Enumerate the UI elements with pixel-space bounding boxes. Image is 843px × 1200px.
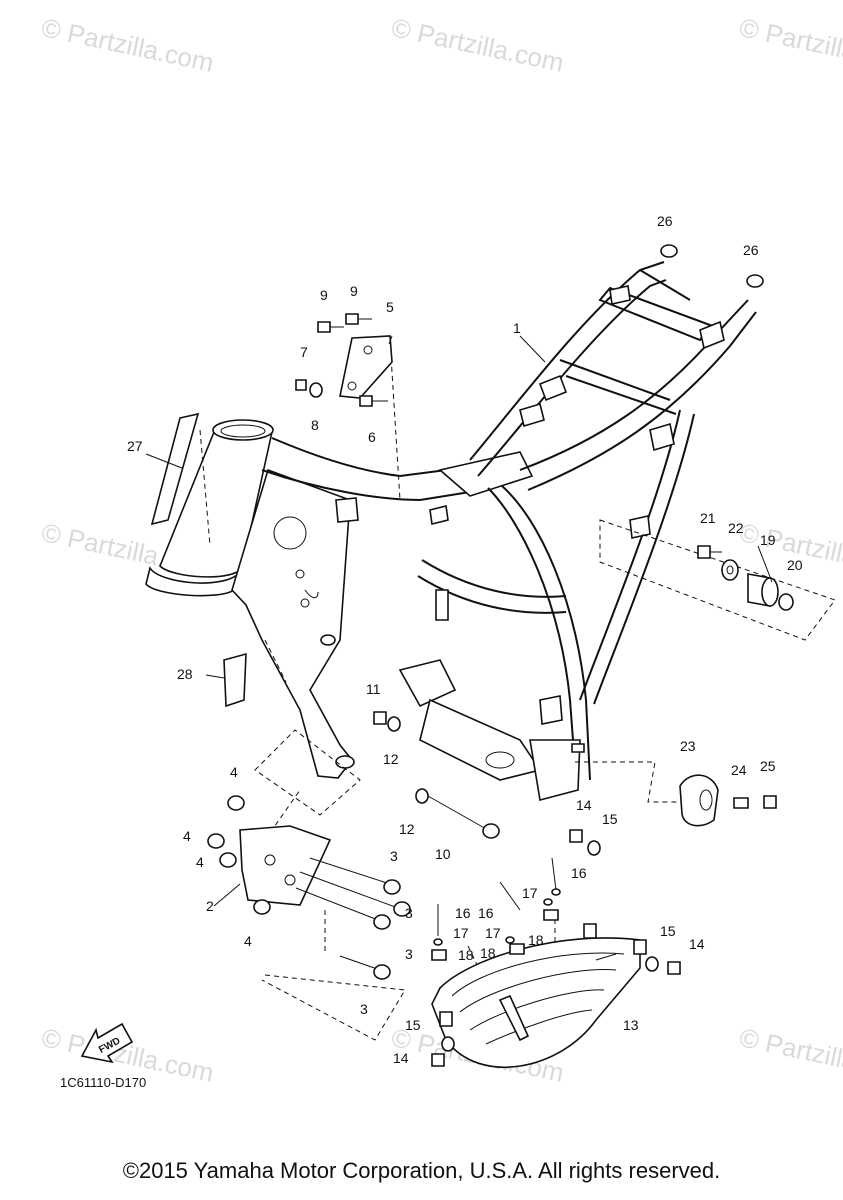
- leader-lines: [145, 335, 773, 961]
- callout-25: 25: [760, 758, 776, 774]
- callout-14-c: 14: [393, 1050, 409, 1066]
- callout-15-a: 15: [602, 811, 618, 827]
- callout-9-b: 9: [350, 283, 358, 299]
- engine-mount-assembly: [207, 795, 411, 980]
- decal-parts: [150, 412, 247, 708]
- callout-21: 21: [700, 510, 716, 526]
- copyright-notice: ©2015 Yamaha Motor Corporation, U.S.A. A…: [122, 1158, 721, 1183]
- callout-14-b: 14: [689, 936, 705, 952]
- callout-4-c: 4: [196, 854, 204, 870]
- callout-4-b: 4: [183, 828, 191, 844]
- pivot-bolt-assembly: [373, 711, 500, 839]
- callout-3-a: 3: [390, 848, 398, 864]
- callout-16-a: 16: [571, 865, 587, 881]
- callout-19: 19: [760, 532, 776, 548]
- callout-23: 23: [680, 738, 696, 754]
- callout-20: 20: [787, 557, 803, 573]
- callout-16-b: 16: [455, 905, 471, 921]
- engine-bracket-assembly: [295, 313, 393, 407]
- callout-18-b: 18: [458, 947, 474, 963]
- callout-16-c: 16: [478, 905, 494, 921]
- callout-15-c: 15: [405, 1017, 421, 1033]
- callout-17-b: 17: [453, 925, 469, 941]
- callout-11: 11: [366, 681, 381, 697]
- callout-9-a: 9: [320, 287, 328, 303]
- skid-plate-assembly: [431, 923, 647, 1069]
- spacer-assembly: [697, 545, 794, 611]
- callout-14-a: 14: [576, 797, 592, 813]
- callout-3-d: 3: [360, 1001, 368, 1017]
- callout-3-b: 3: [405, 905, 413, 921]
- callout-5: 5: [386, 299, 394, 315]
- callout-26-b: 26: [743, 242, 759, 258]
- callout-22: 22: [728, 520, 744, 536]
- callout-17-a: 17: [522, 885, 538, 901]
- damper-assembly: [679, 774, 777, 827]
- frame-assembly: [145, 244, 764, 801]
- callout-6: 6: [368, 429, 376, 445]
- callout-15-b: 15: [660, 923, 676, 939]
- callout-4-d: 4: [244, 933, 252, 949]
- callout-3-c: 3: [405, 946, 413, 962]
- forward-arrow-icon: FWD: [80, 1022, 134, 1064]
- callout-8: 8: [311, 417, 319, 433]
- callout-18-c: 18: [480, 945, 496, 961]
- callout-17-c: 17: [485, 925, 501, 941]
- callout-1: 1: [513, 320, 521, 336]
- callout-26-a: 26: [657, 213, 673, 229]
- callout-2: 2: [206, 898, 214, 914]
- callout-24: 24: [731, 762, 747, 778]
- callout-13: 13: [623, 1017, 639, 1033]
- callout-10: 10: [435, 846, 451, 862]
- callout-7: 7: [300, 344, 308, 360]
- callout-12-a: 12: [383, 751, 399, 767]
- callout-labels: 1 2 3 3 3 3 4 4 4 4 5 6 7 8 9 9 10 11 12…: [127, 213, 803, 1066]
- callout-27: 27: [127, 438, 143, 454]
- skid-plate-hardware: [431, 829, 681, 1067]
- callout-12-b: 12: [399, 821, 415, 837]
- diagram-code: 1C61110-D170: [60, 1075, 147, 1090]
- callout-4-a: 4: [230, 764, 238, 780]
- callout-18-a: 18: [528, 932, 544, 948]
- callout-28: 28: [177, 666, 193, 682]
